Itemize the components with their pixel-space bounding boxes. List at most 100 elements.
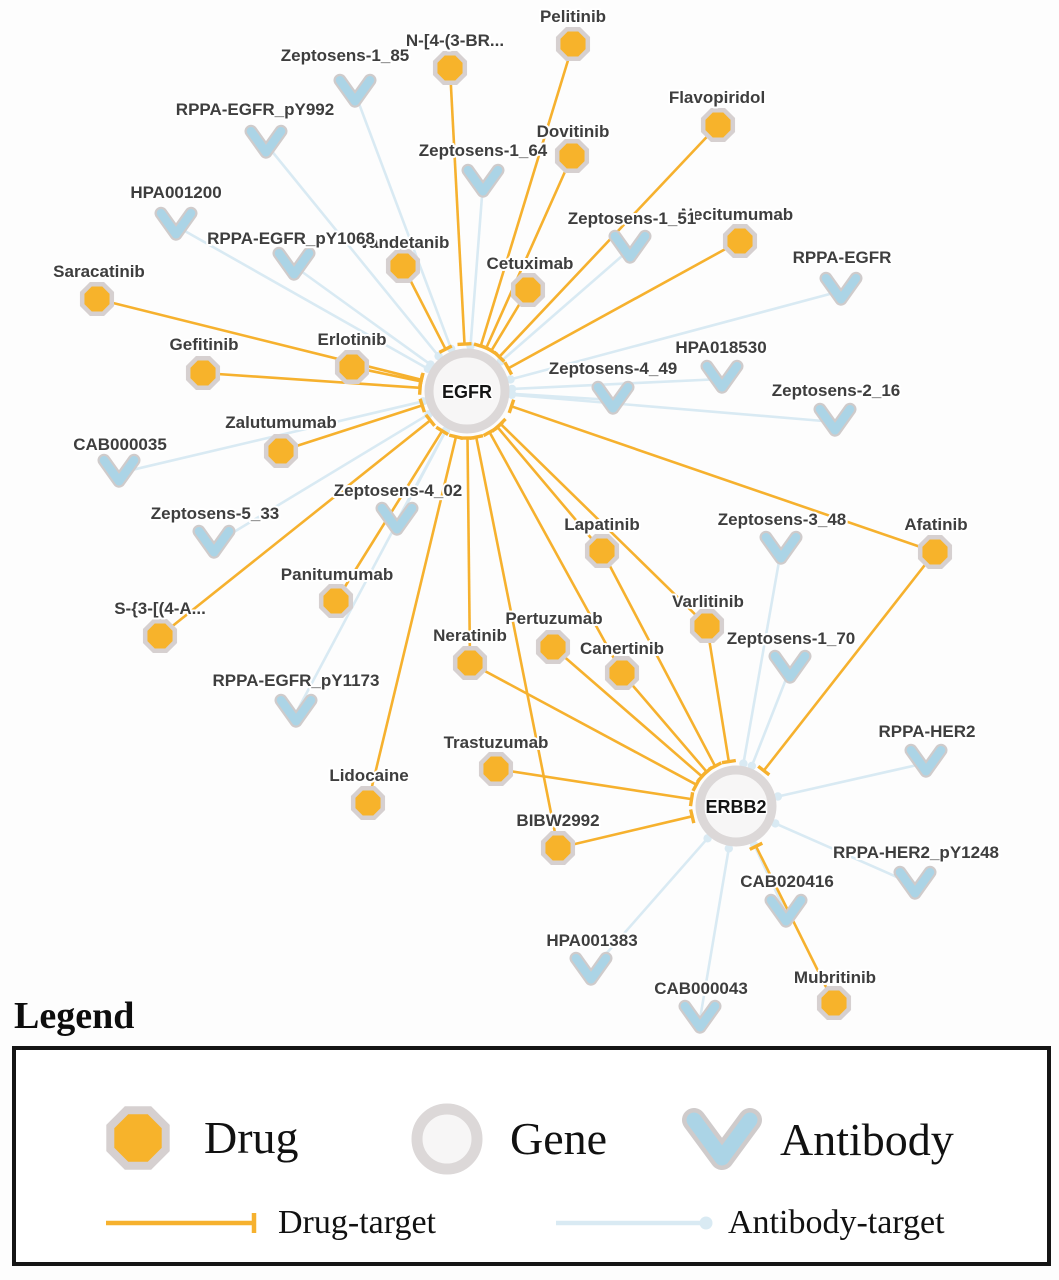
- drug-node-neratinib[interactable]: [452, 645, 488, 681]
- node-label-necitumumab: Necitumumab: [681, 205, 793, 224]
- node-label-zeptosens-2-16: Zeptosens-2_16: [772, 381, 901, 400]
- gene-node-erbb2[interactable]: [695, 765, 777, 847]
- antibody-target-edge: [698, 848, 731, 1020]
- antibody-node-inner-zeptosens-1-70: [770, 652, 810, 682]
- antibody-node-inner-hpa001200: [156, 209, 196, 239]
- legend-item-drug-target: Drug-target: [104, 1206, 436, 1240]
- drug-target-line-icon: [106, 1213, 257, 1233]
- drug-target-tee: [468, 434, 484, 441]
- node-label-cetuximab: Cetuximab: [487, 254, 574, 273]
- drug-node-canertinib[interactable]: [604, 655, 640, 691]
- drug-node-dovitinib[interactable]: [554, 138, 590, 174]
- node-label-rppa-egfr: RPPA-EGFR: [793, 248, 892, 267]
- node-label-hpa018530: HPA018530: [675, 338, 766, 357]
- drug-target-edge: [557, 815, 693, 850]
- node-label-zeptosens-4-02: Zeptosens-4_02: [334, 481, 463, 500]
- drug-target-tee: [418, 398, 427, 413]
- drug-node-trastuzumab[interactable]: [478, 751, 514, 787]
- gene-node-egfr[interactable]: [424, 348, 510, 434]
- antibody-target-edge: [469, 182, 485, 347]
- antibody-target-edge: [742, 549, 783, 764]
- drug-node-mubritinib[interactable]: [816, 985, 852, 1021]
- drug-node-s-3-4-a[interactable]: [142, 618, 178, 654]
- drug-node-saracatinib[interactable]: [79, 281, 115, 317]
- node-label-neratinib: Neratinib: [433, 626, 507, 645]
- antibody-node-inner-hpa001383: [571, 954, 611, 984]
- drug-node-varlitinib[interactable]: [689, 608, 725, 644]
- node-label-trastuzumab: Trastuzumab: [444, 733, 549, 752]
- drug-target-edge: [499, 422, 708, 627]
- antibody-target-edge: [264, 143, 440, 357]
- drug-target-tee: [457, 342, 472, 347]
- antibody-node-inner-zeptosens-1-51: [610, 232, 650, 262]
- drug-target-tee: [482, 427, 497, 438]
- node-label-cab020416: CAB020416: [740, 872, 834, 891]
- drug-edges: [96, 43, 937, 1004]
- drug-target-tee: [494, 417, 507, 431]
- drug-node-cetuximab[interactable]: [510, 272, 546, 308]
- drug-node-zalutumumab[interactable]: [263, 433, 299, 469]
- drug-node-erlotinib[interactable]: [334, 349, 370, 385]
- drug-target-tee: [448, 433, 464, 440]
- drug-node-gefitinib[interactable]: [185, 355, 221, 391]
- node-label-saracatinib: Saracatinib: [53, 262, 145, 281]
- antibody-target-dot: [724, 844, 733, 853]
- drug-node-vandetanib[interactable]: [385, 248, 421, 284]
- node-label-rppa-her2-py1248: RPPA-HER2_pY1248: [833, 843, 999, 862]
- node-label-erlotinib: Erlotinib: [318, 330, 387, 349]
- node-label-panitumumab: Panitumumab: [281, 565, 393, 584]
- node-label-zeptosens-1-64: Zeptosens-1_64: [419, 141, 548, 160]
- node-label-pelitinib: Pelitinib: [540, 7, 606, 26]
- drug-node-bibw2992[interactable]: [540, 830, 576, 866]
- antibody-target-edge: [590, 837, 709, 972]
- antibody-target-edge: [294, 430, 448, 714]
- drug-node-necitumumab[interactable]: [722, 223, 758, 259]
- drug-target-edge: [466, 437, 472, 664]
- drug-node-pertuzumab[interactable]: [535, 629, 571, 665]
- antibody-node-inner-zeptosens-1-64: [463, 166, 503, 196]
- nodes: [79, 26, 953, 1034]
- drug-target-edge: [202, 371, 421, 390]
- node-label-hpa001383: HPA001383: [546, 931, 637, 950]
- antibody-node-inner-rppa-egfr-py992: [246, 127, 286, 157]
- drug-target-tee: [503, 361, 514, 376]
- gene-legend-label: Gene: [510, 1113, 608, 1164]
- drug-node-panitumumab[interactable]: [318, 583, 354, 619]
- node-label-zeptosens-1-51: Zeptosens-1_51: [568, 209, 697, 228]
- drug-target-edge: [474, 436, 560, 849]
- legend-item-drug: Drug: [100, 1100, 299, 1176]
- drug-node-lidocaine[interactable]: [350, 785, 386, 821]
- antibody-target-edge: [353, 92, 453, 350]
- drug-target-legend-label: Drug-target: [278, 1204, 436, 1241]
- drug-node-n-4-3-br[interactable]: [432, 50, 468, 86]
- drug-node-pelitinib[interactable]: [555, 26, 591, 62]
- drug-target-edge: [507, 239, 741, 370]
- antibody-target-edge: [500, 248, 631, 363]
- antibody-target-edge: [293, 264, 432, 366]
- drug-target-tee: [757, 764, 771, 777]
- node-label-gefitinib: Gefitinib: [170, 335, 239, 354]
- antibody-target-edge: [510, 289, 842, 381]
- node-label-dovitinib: Dovitinib: [537, 122, 610, 141]
- drug-node-flavopiridol[interactable]: [700, 107, 736, 143]
- antibody-target-edge: [175, 224, 429, 370]
- drug-legend-label: Drug: [204, 1112, 299, 1163]
- drug-target-edge: [762, 551, 937, 772]
- antibody-node-inner-cab020416: [766, 896, 806, 926]
- drug-node-afatinib[interactable]: [917, 534, 953, 570]
- antibody-node-inner-zeptosens-4-49: [593, 383, 633, 413]
- node-label-n-4-3-br: N-[4-(3-BR...: [406, 31, 504, 50]
- drug-target-tee: [696, 770, 708, 783]
- node-label-lapatinib: Lapatinib: [564, 515, 640, 534]
- node-label-zalutumumab: Zalutumumab: [225, 413, 336, 432]
- drug-target-edge: [510, 405, 936, 554]
- antibody-target-edge: [213, 413, 430, 546]
- drug-target-edge: [496, 426, 603, 552]
- antibody-legend-label: Antibody: [780, 1114, 954, 1165]
- antibody-legend-icon: [682, 1108, 762, 1170]
- drug-node-lapatinib[interactable]: [584, 533, 620, 569]
- antibody-target-dot: [507, 390, 516, 399]
- node-label-vandetanib: Vandetanib: [359, 233, 450, 252]
